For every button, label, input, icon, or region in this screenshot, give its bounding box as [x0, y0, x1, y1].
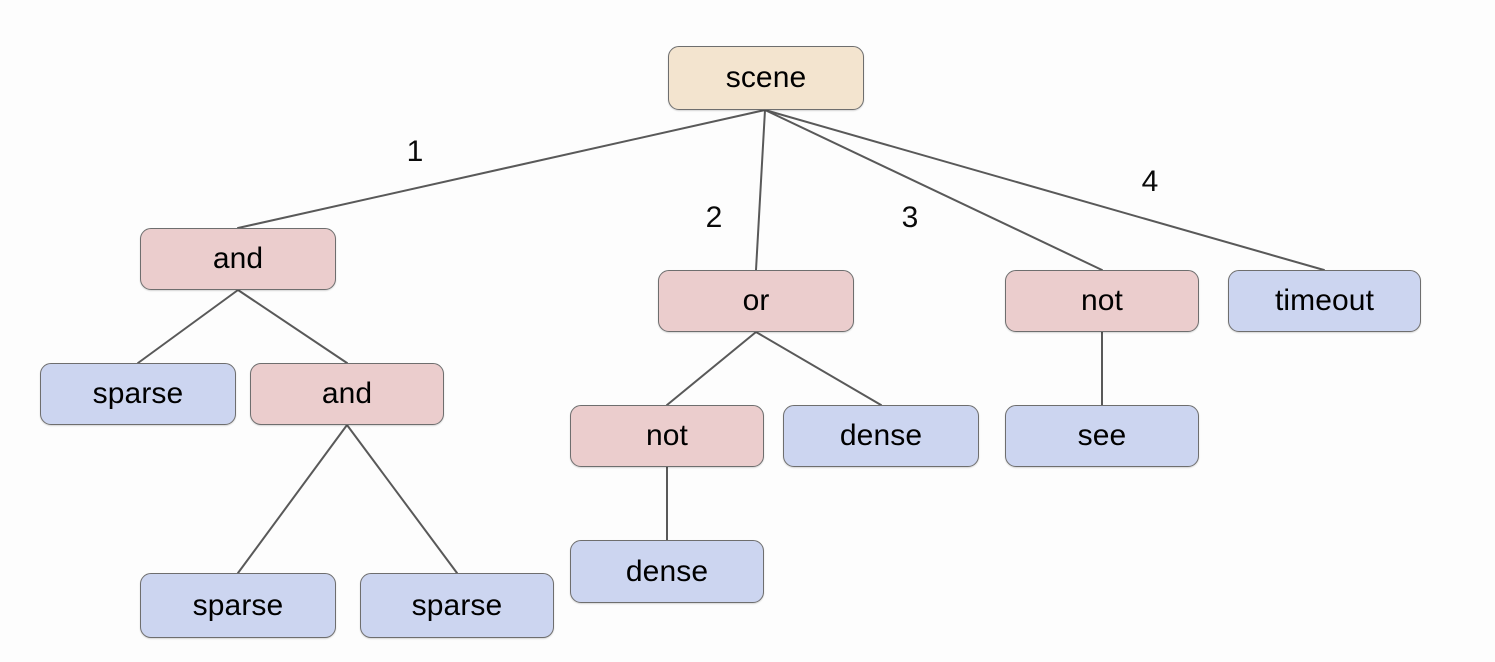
tree-node-timeout1[interactable]: timeout: [1228, 270, 1421, 332]
tree-node-not2[interactable]: not: [570, 405, 764, 467]
tree-node-label: sparse: [92, 377, 184, 410]
tree-node-label: and: [212, 242, 264, 275]
tree-node-label: see: [1077, 419, 1127, 452]
tree-node-dense1[interactable]: dense: [783, 405, 979, 467]
tree-node-sparse1[interactable]: sparse: [40, 363, 236, 425]
tree-node-label: sparse: [192, 588, 284, 622]
tree-node-dense2[interactable]: dense: [570, 540, 764, 603]
tree-edge: [237, 109, 766, 229]
tree-node-and1[interactable]: and: [140, 228, 336, 290]
tree-edge: [237, 289, 348, 364]
tree-node-scene[interactable]: scene: [668, 46, 864, 110]
tree-node-label: dense: [839, 419, 923, 452]
tree-edge: [237, 424, 348, 574]
tree-node-label: dense: [625, 554, 709, 588]
tree-edge: [137, 289, 239, 364]
tree-edge: [755, 331, 882, 406]
tree-node-label: scene: [725, 61, 807, 94]
tree-node-label: sparse: [411, 588, 503, 622]
edge-label: 2: [705, 201, 723, 234]
tree-node-or1[interactable]: or: [658, 270, 854, 332]
tree-edge: [755, 109, 766, 271]
tree-edge: [666, 331, 757, 406]
tree-node-label: not: [645, 419, 688, 452]
tree-node-label: and: [321, 377, 373, 410]
tree-node-label: not: [1080, 284, 1123, 317]
tree-node-not1[interactable]: not: [1005, 270, 1199, 332]
tree-edge: [764, 109, 1103, 271]
tree-node-label: timeout: [1274, 284, 1375, 317]
tree-node-sparse3[interactable]: sparse: [360, 573, 554, 638]
tree-node-label: or: [742, 284, 770, 317]
tree-node-see1[interactable]: see: [1005, 405, 1199, 467]
edge-label: 1: [406, 135, 424, 168]
tree-edge: [764, 109, 1325, 271]
edge-label: 3: [901, 201, 919, 234]
tree-node-and2[interactable]: and: [250, 363, 444, 425]
edge-label: 4: [1141, 165, 1159, 198]
tree-node-sparse2[interactable]: sparse: [140, 573, 336, 638]
tree-edge: [346, 424, 458, 574]
